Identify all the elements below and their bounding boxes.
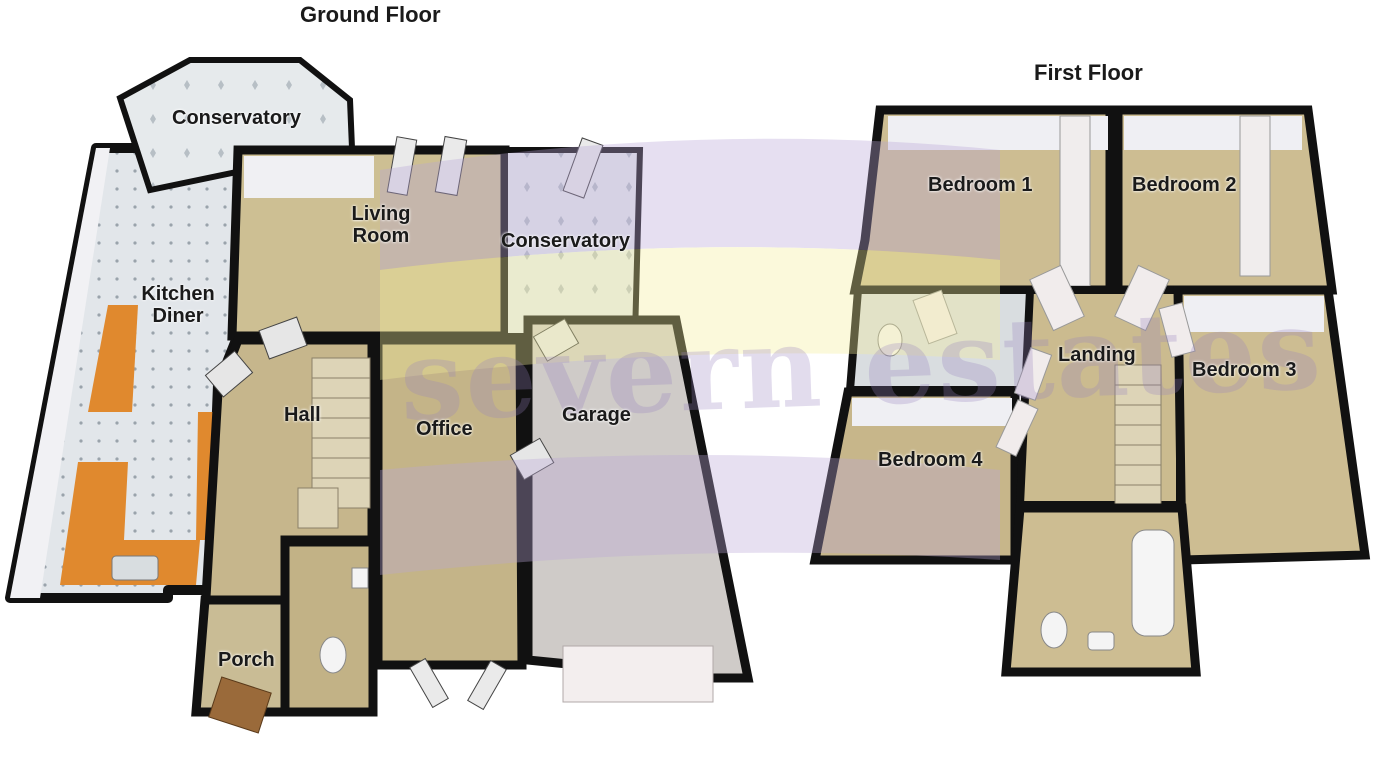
kitchen-wall-face	[10, 148, 110, 598]
door-icon	[467, 659, 507, 711]
window-icon	[258, 316, 308, 360]
bath-icon	[1131, 529, 1175, 637]
room-label-living-room: Living Room	[336, 203, 426, 247]
door-icon	[1114, 264, 1170, 332]
door-icon	[386, 136, 418, 196]
bedroom-3-floor	[1173, 285, 1371, 565]
door-icon	[912, 289, 958, 345]
window-icon	[532, 318, 580, 362]
office-floor	[373, 335, 527, 670]
room-label-kitchen-diner: Kitchen Diner	[128, 283, 228, 327]
sink-icon	[351, 567, 369, 589]
kitchen-label-line1: Kitchen	[141, 283, 215, 305]
room-label-bedroom-1: Bedroom 1	[928, 174, 1033, 196]
door-icon	[995, 399, 1039, 457]
door-icon	[1158, 302, 1196, 358]
room-label-bedroom-2: Bedroom 2	[1132, 174, 1237, 196]
first-floor-plan	[809, 105, 1371, 677]
room-label-bedroom-4: Bedroom 4	[878, 449, 983, 471]
kitchen-label-line2: Diner	[152, 305, 204, 327]
door-icon	[562, 137, 604, 199]
garage-floor	[523, 315, 754, 683]
watermark-shapes	[380, 138, 1000, 575]
wc-floor	[280, 537, 378, 717]
door-icon	[208, 676, 272, 734]
porch-floor	[191, 595, 290, 717]
stairs-icon	[1114, 364, 1162, 506]
garage-door-icon	[562, 645, 714, 703]
room-label-conservatory-right: Conservatory	[501, 230, 630, 252]
toilet-icon	[319, 636, 347, 674]
room-label-landing: Landing	[1058, 344, 1136, 366]
toilet-icon	[1040, 611, 1068, 649]
room-label-porch: Porch	[218, 649, 275, 671]
kitchen-worktop	[60, 462, 200, 585]
stairs-icon	[297, 357, 371, 529]
living-wall-face	[244, 156, 374, 198]
window-icon	[204, 350, 254, 398]
bedroom-wall-face	[1184, 296, 1324, 332]
bedroom-wall-face	[1124, 116, 1302, 150]
sink-icon	[111, 555, 159, 581]
room-label-hall: Hall	[284, 404, 321, 426]
living-label-line1: Living	[351, 203, 411, 225]
window-icon	[509, 437, 555, 481]
room-label-office: Office	[416, 418, 473, 440]
door-icon	[434, 135, 468, 197]
door-icon	[1029, 264, 1085, 332]
room-label-garage: Garage	[562, 404, 631, 426]
toilet-icon	[877, 323, 903, 357]
ground-floor-title: Ground Floor	[300, 2, 441, 27]
living-label-line2: Room	[352, 225, 410, 247]
wardrobe	[1059, 115, 1091, 287]
room-label-conservatory-left: Conservatory	[172, 107, 301, 129]
bedroom-wall-face	[852, 398, 1012, 426]
room-label-bedroom-3: Bedroom 3	[1192, 359, 1297, 381]
ground-floor-plan	[5, 57, 754, 734]
sink-icon	[1087, 631, 1115, 651]
first-floor-title: First Floor	[1034, 60, 1143, 85]
door-icon	[409, 657, 449, 709]
kitchen-worktop	[88, 305, 138, 412]
wardrobe	[1239, 115, 1271, 277]
door-icon	[1013, 347, 1053, 401]
